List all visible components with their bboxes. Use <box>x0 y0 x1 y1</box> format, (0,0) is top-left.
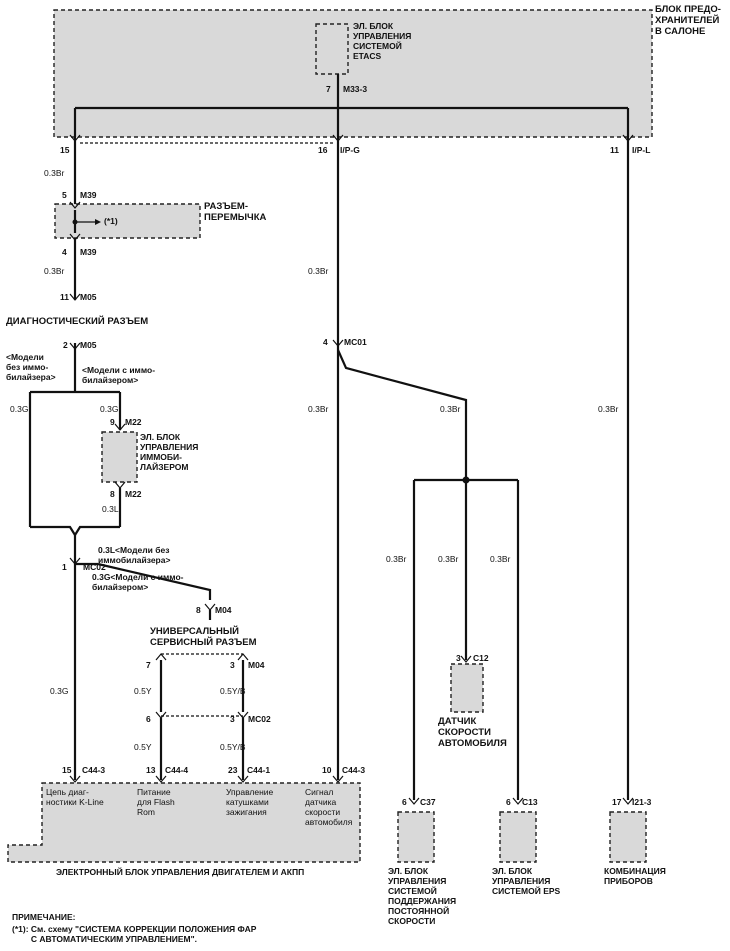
wire-label: 0.3Br <box>308 404 329 414</box>
jumper-pin-top: 5 <box>62 190 67 200</box>
wire-label: 0.3Br <box>440 404 461 414</box>
speed-conn: C12 <box>473 653 489 663</box>
wire-label: 0.5Y/B <box>220 742 246 752</box>
wire-label: 0.3Br <box>386 554 407 564</box>
wire-label: 0.3G <box>100 404 119 414</box>
cluster-box <box>609 811 647 863</box>
models-with-2: 0.3G<Модели с иммо- билайзером> <box>92 572 184 592</box>
fuse-box-title: БЛОК ПРЕДО- ХРАНИТЕЛЕЙ В САЛОНЕ <box>655 4 721 37</box>
diag-pin-b: 2 <box>63 340 68 350</box>
mc01-conn: MC01 <box>344 337 367 347</box>
ecu-desc-1: Цепь диаг- ностики K-Line <box>46 787 104 807</box>
etacs-title: ЭЛ. БЛОК УПРАВЛЕНИЯ СИСТЕМОЙ ETACS <box>353 21 412 61</box>
jumper-conn-bot: M39 <box>80 247 97 257</box>
wire-label: 0.5Y/B <box>220 686 246 696</box>
eps-title: ЭЛ. БЛОК УПРАВЛЕНИЯ СИСТЕМОЙ EPS <box>492 866 561 896</box>
uni-conn-2: M04 <box>248 660 265 670</box>
immo-conn-top: M22 <box>125 417 142 427</box>
etacs-connector: M33-3 <box>343 84 368 94</box>
uni-pin-1: 7 <box>146 660 151 670</box>
diag-conn-a: M05 <box>80 292 97 302</box>
wire-label: 0.3Br <box>438 554 459 564</box>
wire-label: 0.3G <box>10 404 29 414</box>
immo-conn-bot: M22 <box>125 489 142 499</box>
wire-label: 0.5Y <box>134 742 152 752</box>
immo-title: ЭЛ. БЛОК УПРАВЛЕНИЯ ИММОБИ- ЛАЙЗЕРОМ <box>140 432 199 472</box>
diag-pin-a: 11 <box>60 292 69 302</box>
immo-box <box>101 431 138 483</box>
cruise-pin: 6 <box>402 797 407 807</box>
jumper-box <box>54 203 201 239</box>
ecu-desc-2: Питание для Flash Rom <box>137 787 175 817</box>
wire-label: 0.3L <box>102 504 119 514</box>
immo-pin-bot: 8 <box>110 489 115 499</box>
cruise-box <box>397 811 435 863</box>
cruise-title: ЭЛ. БЛОК УПРАВЛЕНИЯ СИСТЕМОЙ ПОДДЕРЖАНИЯ… <box>388 866 457 926</box>
models-without-2: 0.3L<Модели без иммобилайзера> <box>98 545 171 565</box>
diag-conn-b: M05 <box>80 340 97 350</box>
etacs-pin: 7 <box>326 84 331 94</box>
fuse-pin-16: 16 <box>318 145 328 155</box>
mc02-pin: 1 <box>62 562 67 572</box>
fuse-pin-11-code: I/P-L <box>632 145 651 155</box>
cluster-pin: 17 <box>612 797 622 807</box>
fuse-pin-15: 15 <box>60 145 70 155</box>
cruise-conn: C37 <box>420 797 436 807</box>
jumper-title: РАЗЪЕМ- ПЕРЕМЫЧКА <box>204 201 267 223</box>
fuse-pin-16-code: I/P-G <box>340 145 360 155</box>
models-with: <Модели с иммо- билайзером> <box>82 365 156 385</box>
models-without: <Модели без иммо- билайзера> <box>6 352 56 382</box>
jumper-conn-top: M39 <box>80 190 97 200</box>
wire-label: 0.5Y <box>134 686 152 696</box>
uni-pin-3: 6 <box>146 714 151 724</box>
eps-conn: C13 <box>522 797 538 807</box>
ecu-title: ЭЛЕКТРОННЫЙ БЛОК УПРАВЛЕНИЯ ДВИГАТЕЛЕМ И… <box>56 867 305 877</box>
eps-pin: 6 <box>506 797 511 807</box>
wire-label: 0.3G <box>50 686 69 696</box>
wire-label: 0.3Br <box>44 266 65 276</box>
ecu-pin-3: 23 <box>228 765 238 775</box>
ecu-desc-3: Управление катушками зажигания <box>226 787 274 817</box>
ecu-conn-4: C44-3 <box>342 765 366 775</box>
ecu-box <box>7 782 361 863</box>
uni-pin-4: 3 <box>230 714 235 724</box>
speed-pin: 3 <box>456 653 461 663</box>
wire-label: 0.3Br <box>308 266 329 276</box>
speed-sensor-box <box>450 663 484 713</box>
ecu-conn-1: C44-3 <box>82 765 106 775</box>
jumper-note-ref: (*1) <box>104 216 118 226</box>
wire-label: 0.3Br <box>490 554 511 564</box>
m04-conn: M04 <box>215 605 232 615</box>
cluster-conn: I21-3 <box>632 797 652 807</box>
fuse-box-outline <box>53 9 653 138</box>
immo-pin-top: 9 <box>110 417 115 427</box>
fuse-pin-11: 11 <box>610 145 619 155</box>
ecu-conn-2: C44-4 <box>165 765 189 775</box>
jumper-pin-bot: 4 <box>62 247 67 257</box>
m04-pin: 8 <box>196 605 201 615</box>
ecu-desc-4: Сигнал датчика скорости автомобиля <box>305 787 353 827</box>
uni-conn-4: MC02 <box>248 714 271 724</box>
wire-label: 0.3Br <box>44 168 65 178</box>
note-title: ПРИМЕЧАНИЕ: <box>12 912 76 922</box>
diag-title: ДИАГНОСТИЧЕСКИЙ РАЗЪЕМ <box>6 316 149 327</box>
wire-label: 0.3Br <box>598 404 619 414</box>
ecu-pin-1: 15 <box>62 765 72 775</box>
cluster-title: КОМБИНАЦИЯ ПРИБОРОВ <box>604 866 666 886</box>
uni-pin-2: 3 <box>230 660 235 670</box>
uni-title: УНИВЕРСАЛЬНЫЙ СЕРВИСНЫЙ РАЗЪЕМ <box>150 626 257 648</box>
mc01-pin: 4 <box>323 337 328 347</box>
eps-box <box>499 811 537 863</box>
ecu-pin-2: 13 <box>146 765 156 775</box>
ecu-conn-3: C44-1 <box>247 765 271 775</box>
note-text: (*1): См. схему "СИСТЕМА КОРРЕКЦИИ ПОЛОЖ… <box>12 924 257 944</box>
ecu-pin-4: 10 <box>322 765 332 775</box>
speed-title: ДАТЧИК СКОРОСТИ АВТОМОБИЛЯ <box>438 716 507 749</box>
mc02-conn: MC02 <box>83 562 106 572</box>
etacs-box <box>315 23 349 75</box>
